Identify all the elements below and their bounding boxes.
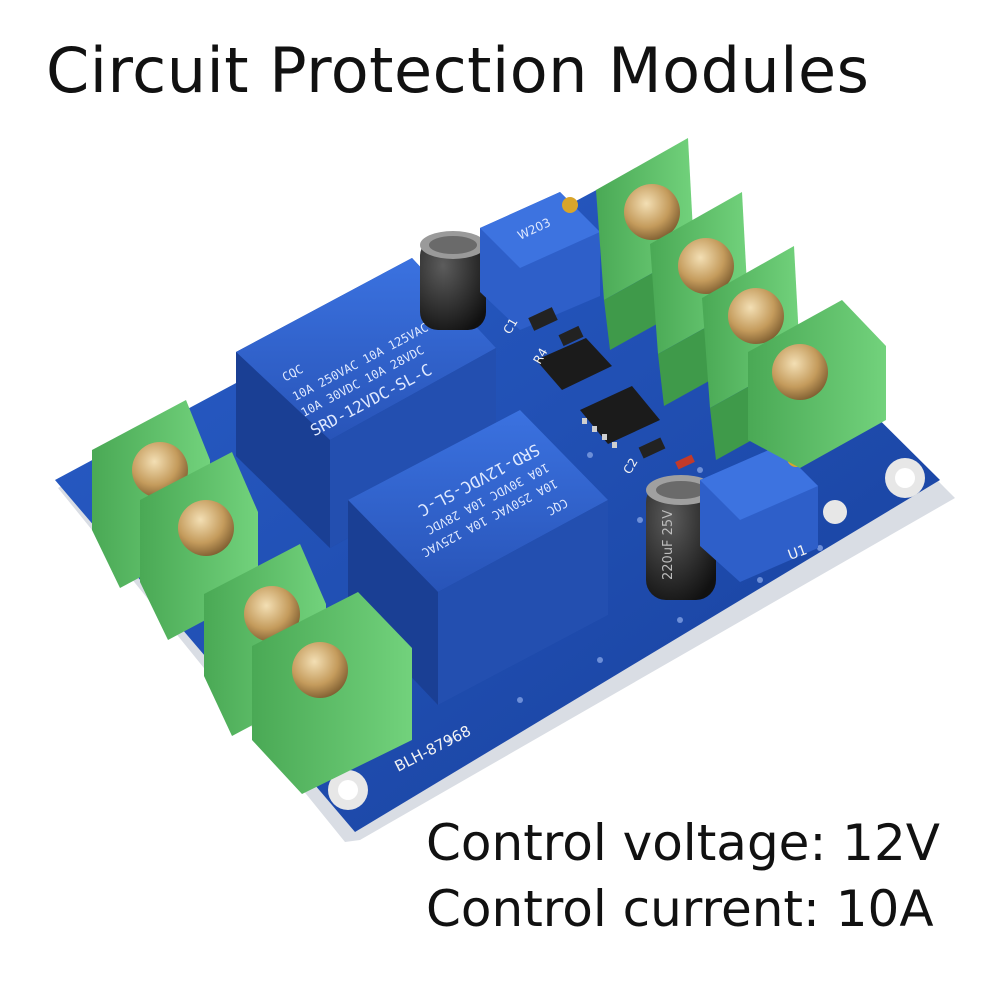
- screw-icon: [772, 344, 828, 400]
- silk-u1: U1: [786, 542, 809, 564]
- silk-c2: C2: [620, 456, 640, 477]
- terminal-left-4: [252, 592, 412, 794]
- ic-chip-2: [580, 386, 660, 448]
- spec-control-voltage: Control voltage: 12V: [426, 814, 941, 872]
- terminal-block-left: [92, 400, 412, 794]
- mounting-hole: [328, 770, 368, 810]
- terminal-block-right: [596, 138, 886, 468]
- page-title: Circuit Protection Modules: [46, 34, 870, 107]
- terminal-right-4: [748, 300, 886, 468]
- smd-component: [528, 307, 695, 470]
- screw-icon: [292, 642, 348, 698]
- spec-control-current: Control current: 10A: [426, 880, 934, 938]
- silk-r4: R4: [530, 346, 550, 367]
- pcb-vias: [447, 452, 823, 743]
- capacitor-1: [420, 231, 486, 330]
- screw-icon: [728, 288, 784, 344]
- screw-icon: [244, 586, 300, 642]
- potentiometer-1: W203: [480, 192, 600, 330]
- silk-c1: C1: [500, 316, 520, 337]
- capacitor-2: 220uF 25V: [646, 475, 716, 600]
- screw-icon: [624, 184, 680, 240]
- relay-2: CQC 10A 250VAC 10A 125VAC 10A 30VDC 10A …: [348, 410, 608, 705]
- mounting-hole: [823, 500, 847, 524]
- ic-chip-1: [536, 338, 612, 390]
- mounting-hole: [885, 458, 925, 498]
- screw-icon: [178, 500, 234, 556]
- capacitor-label: 220uF 25V: [661, 510, 676, 580]
- screw-icon: [678, 238, 734, 294]
